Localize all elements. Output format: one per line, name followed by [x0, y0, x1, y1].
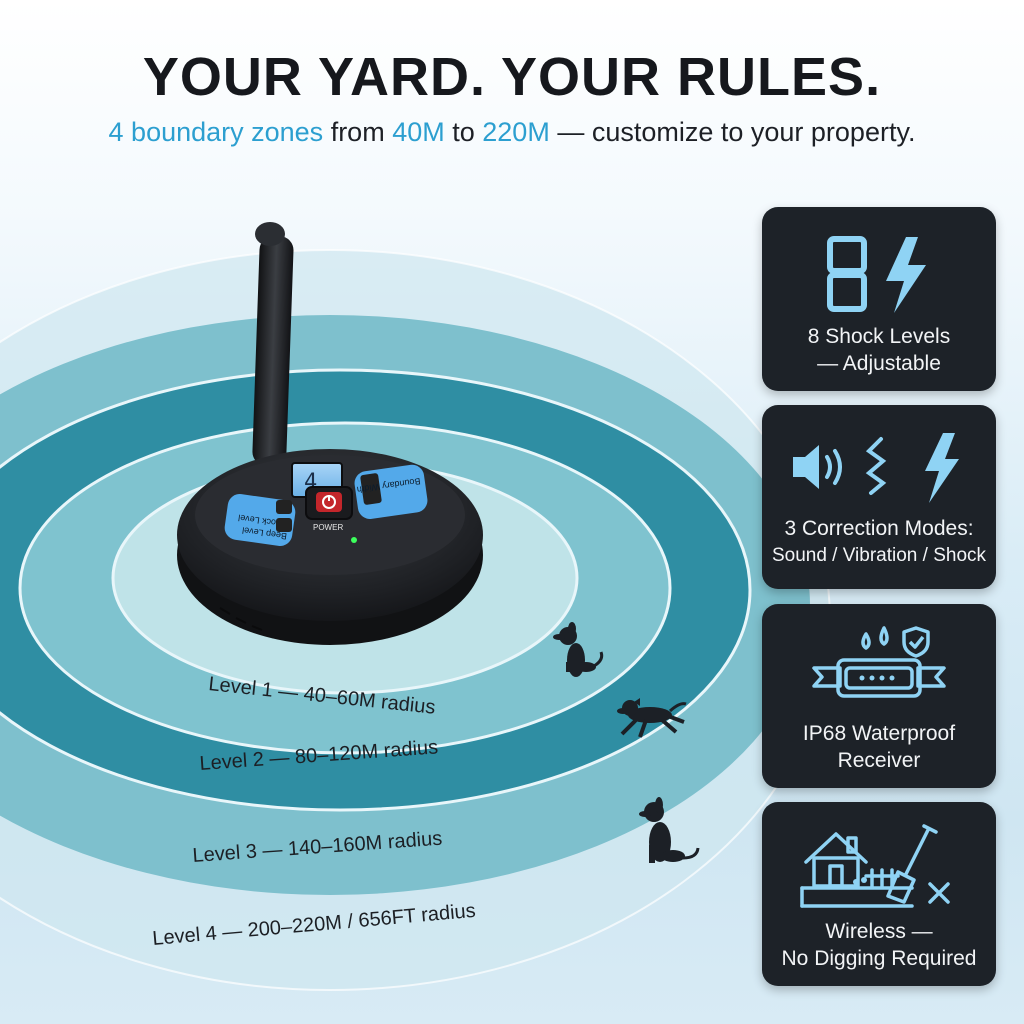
dog-sitting-icon: [553, 622, 604, 677]
feature-4-line-1: Wireless —: [825, 920, 933, 943]
feature-3-line-1: IP68 Waterproof: [802, 722, 956, 745]
feature-card-wireless: Wireless — No Digging Required: [762, 802, 996, 986]
sound-vibration-shock-icon: [762, 427, 996, 507]
subtitle-min-range: 40M: [392, 117, 445, 147]
subtitle-text-to: to: [444, 117, 483, 147]
subtitle-max-range: 220M: [482, 117, 550, 147]
digit-eight-lightning-icon: [762, 229, 996, 319]
house-shovel-icon: [762, 818, 996, 914]
feature-4-line-2: No Digging Required: [781, 947, 977, 970]
feature-card-waterproof: IP68 Waterproof Receiver: [762, 604, 996, 788]
feature-3-line-2: Receiver: [837, 749, 921, 772]
subtitle-text-from: from: [323, 117, 393, 147]
transmitter-device: 4 Shock Level Beep Level POWER Boundary …: [177, 222, 483, 645]
dog-running-icon: [617, 698, 687, 738]
subtitle-text-rest: — customize to your property.: [549, 117, 916, 147]
power-label: POWER: [313, 523, 343, 532]
feature-card-shock-levels: 8 Shock Levels — Adjustable: [762, 207, 996, 391]
feature-2-line-2: Sound / Vibration / Shock: [771, 545, 987, 566]
feature-1-line-1: 8 Shock Levels: [807, 325, 951, 348]
feature-card-correction-modes: 3 Correction Modes: Sound / Vibration / …: [762, 405, 996, 589]
feature-1-line-2: — Adjustable: [817, 352, 941, 375]
dog-sitting-2-icon: [639, 797, 700, 863]
waterproof-collar-icon: [762, 620, 996, 716]
page-title: YOUR YARD. YOUR RULES.: [142, 47, 882, 107]
page-subtitle: 4 boundary zones from 40M to 220M — cust…: [0, 117, 1024, 148]
subtitle-zones: 4 boundary zones: [108, 117, 324, 147]
feature-2-line-1: 3 Correction Modes:: [784, 517, 974, 540]
